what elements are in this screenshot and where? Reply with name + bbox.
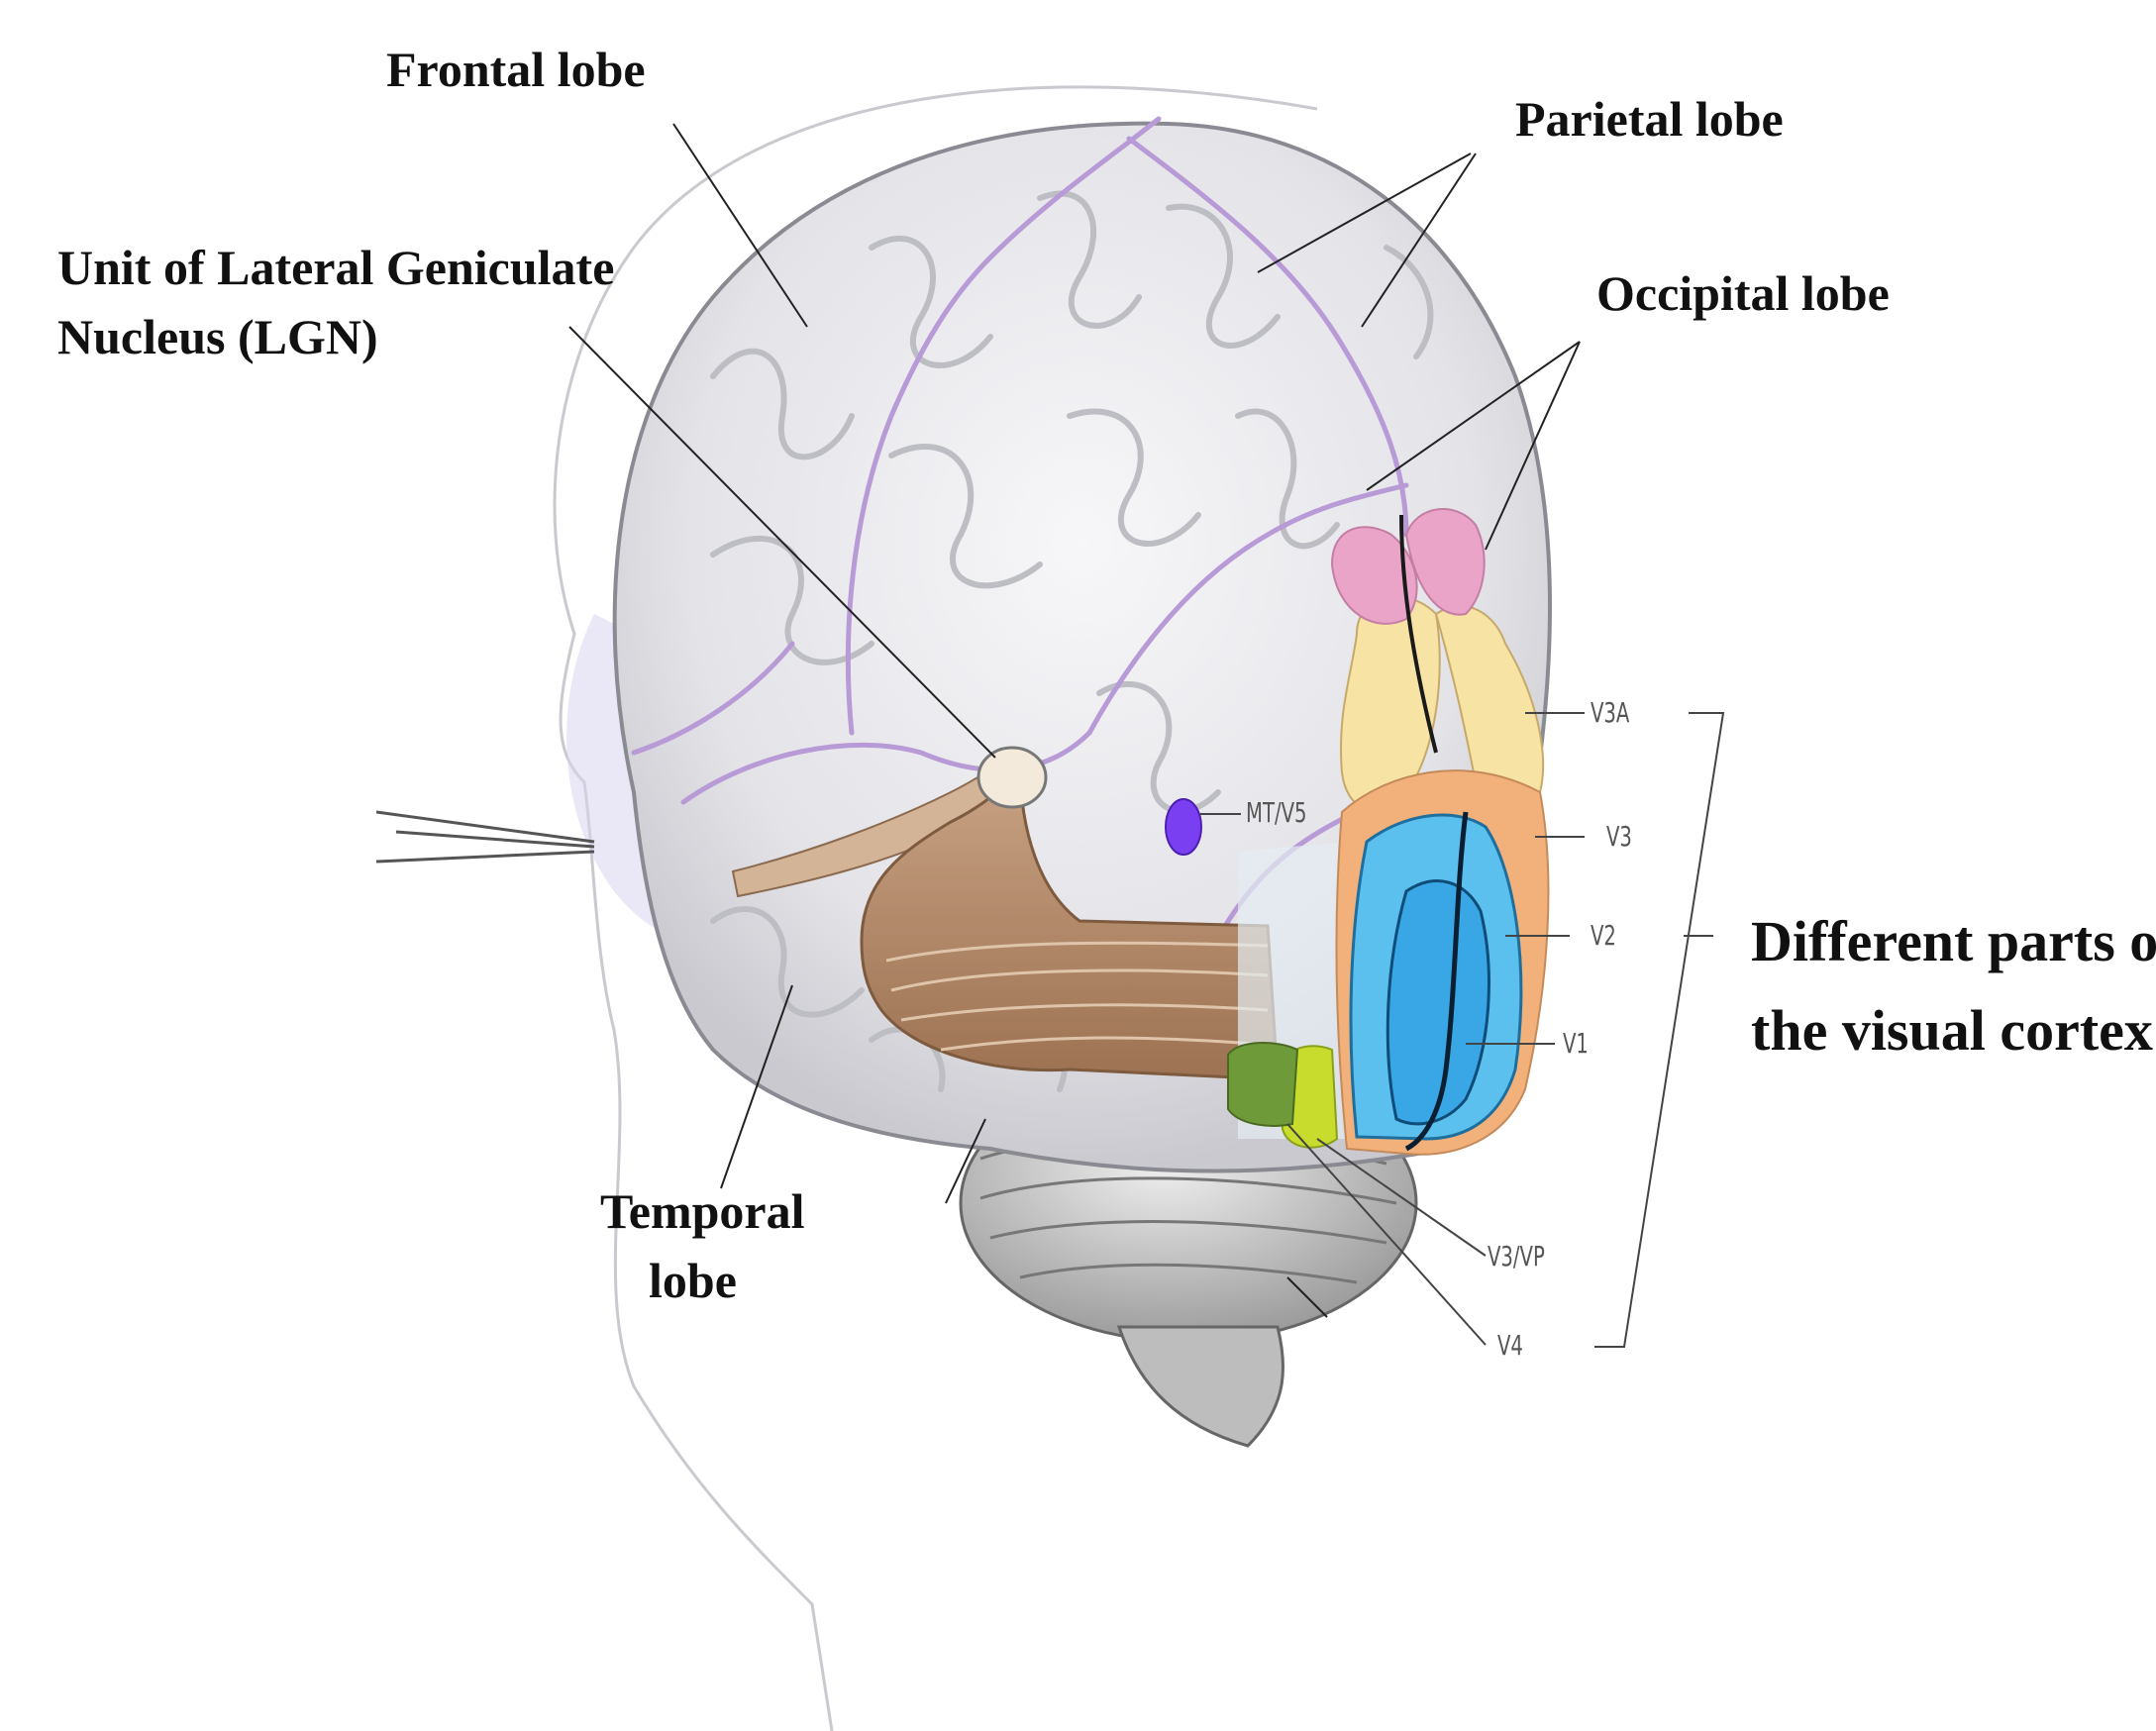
- optic-nerve-lines: [376, 812, 594, 862]
- temporal-lobe-label-line2: lobe: [649, 1253, 737, 1310]
- visual-cortex-label-line1: Different parts of: [1751, 909, 2156, 975]
- frontal-lobe-label: Frontal lobe: [386, 42, 646, 99]
- parietal-lobe-label: Parietal lobe: [1515, 91, 1784, 149]
- temporal-lobe-label-line1: Temporal: [600, 1183, 805, 1241]
- occipital-lobe-label: Occipital lobe: [1596, 265, 1890, 323]
- bracket: [1594, 713, 1723, 1347]
- mt-v5-label: MT/V5: [1246, 796, 1307, 829]
- v3-label: V3: [1606, 820, 1632, 853]
- v1-label: V1: [1563, 1027, 1589, 1060]
- v4-label: V4: [1497, 1329, 1523, 1362]
- visual-cortex-label-line2: the visual cortex: [1751, 998, 2153, 1065]
- lgn-label-line1: Unit of Lateral Geniculate: [57, 240, 614, 297]
- lgn-label-line2: Nucleus (LGN): [57, 309, 378, 366]
- v3a-label: V3A: [1591, 696, 1629, 729]
- v2-label: V2: [1591, 919, 1616, 952]
- v4-region: [1228, 1043, 1297, 1126]
- v3vp-label: V3/VP: [1488, 1240, 1545, 1273]
- lgn-nucleus: [978, 748, 1046, 807]
- mt-v5-region: [1166, 799, 1201, 855]
